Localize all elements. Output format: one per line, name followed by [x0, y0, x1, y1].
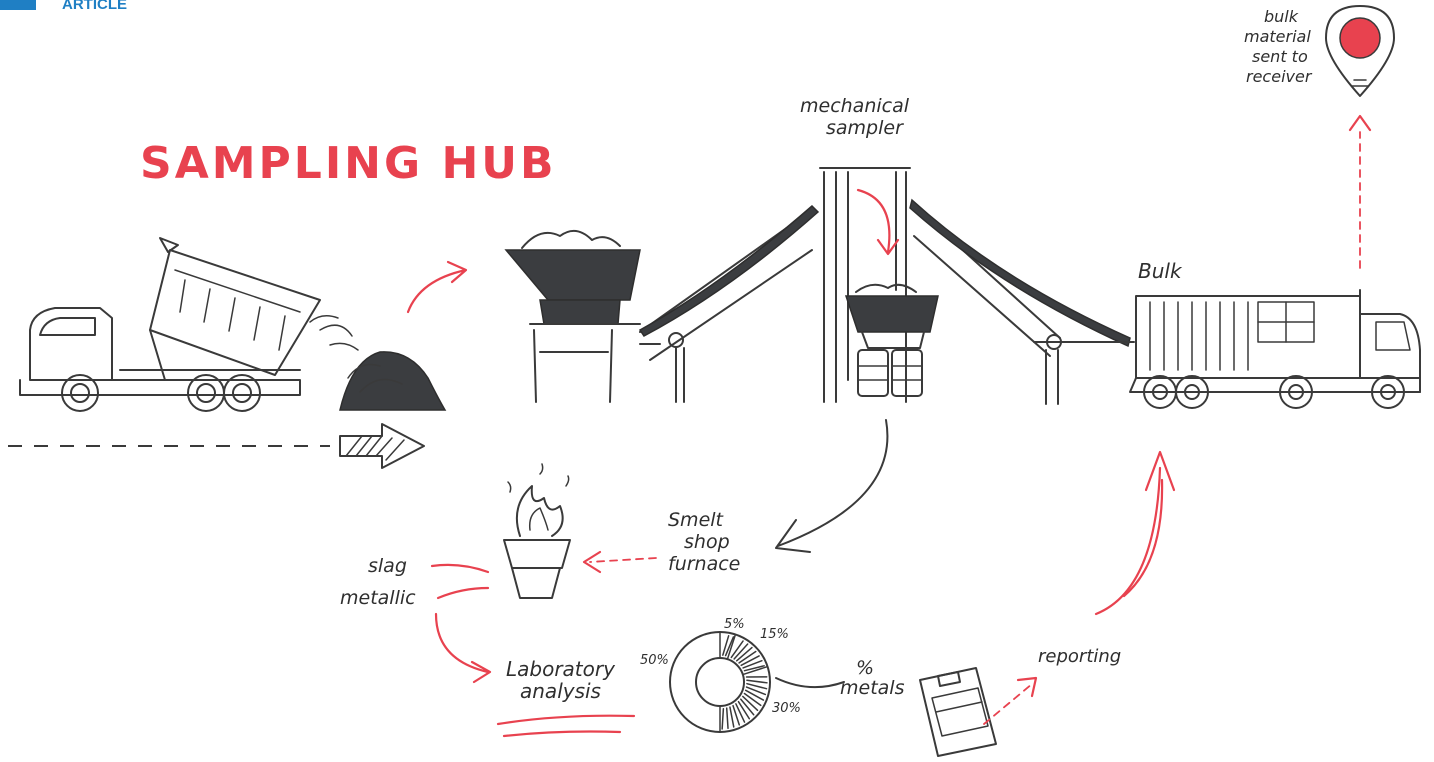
lab-underline-2 — [504, 732, 620, 737]
clipboard-icon — [920, 668, 996, 756]
donut-to-metals-line — [776, 678, 844, 687]
donut-label-5: 5% — [724, 617, 745, 632]
metallic-label: metallic — [340, 587, 416, 609]
flow-arrow-to-hopper — [408, 262, 466, 312]
sampler-tower-icon — [820, 168, 938, 402]
receiver-label-line4: receiver — [1246, 67, 1313, 86]
slag-stroke — [432, 565, 488, 572]
donut-label-50: 50% — [640, 653, 669, 668]
smelt-label-line2: shop — [684, 531, 730, 553]
lab-label-line2: analysis — [520, 679, 601, 703]
flow-to-reporting-line — [984, 684, 1032, 724]
donut-chart-icon: 5% 15% 30% 50% — [640, 617, 801, 732]
metals-label: metals — [840, 677, 905, 699]
flow-to-receiver-arrowhead — [1350, 116, 1370, 130]
receiver-label-line3: sent to — [1252, 47, 1308, 66]
flow-arrow-to-bulk-echo — [1124, 480, 1162, 596]
bulk-label: Bulk — [1138, 259, 1183, 283]
metallic-stroke — [438, 588, 488, 598]
slag-label: slag — [368, 555, 407, 577]
mechanical-sampler-label-line1: mechanical — [800, 95, 910, 117]
smelt-label-line3: furnace — [668, 553, 740, 575]
percent-label: % — [856, 657, 874, 679]
flow-to-furnace-line — [590, 558, 656, 562]
conveyor-icon — [640, 206, 818, 402]
page-title: SAMPLING HUB — [140, 138, 557, 189]
donut-label-15: 15% — [760, 627, 789, 642]
donut-slice-hatch — [722, 709, 723, 729]
smelt-label-line1: Smelt — [668, 509, 725, 531]
donut-slice-hatch — [727, 708, 728, 728]
flow-arrow-to-smelt — [776, 420, 887, 552]
mechanical-sampler-label-line2: sampler — [826, 117, 904, 139]
donut-slice-hatch — [730, 707, 734, 727]
furnace-icon — [504, 464, 570, 598]
location-pin-icon — [1326, 6, 1394, 96]
conveyor-icon — [910, 200, 1134, 404]
donut-slice-hatch — [746, 690, 764, 700]
donut-slice-hatch — [738, 702, 749, 719]
lab-label-line1: Laboratory — [506, 657, 616, 681]
flow-arrow-to-lab — [436, 614, 490, 682]
dump-truck-icon — [20, 238, 320, 411]
drums-icon — [858, 350, 922, 396]
material-pile — [310, 316, 445, 410]
input-flow-arrow — [8, 424, 424, 468]
donut-slice-hatch — [741, 656, 759, 665]
receiver-label-line2: material — [1244, 27, 1311, 46]
donut-label-30: 30% — [772, 701, 801, 716]
article-tag: ARTICLE — [0, 0, 127, 13]
lab-underline-1 — [498, 716, 634, 724]
donut-slice-hatch — [747, 680, 767, 683]
article-tag-label: ARTICLE — [62, 0, 127, 13]
container-truck-icon — [1130, 290, 1420, 408]
hopper-icon — [506, 231, 640, 402]
reporting-label: reporting — [1038, 646, 1121, 667]
receiver-label-line1: bulk — [1264, 7, 1299, 26]
